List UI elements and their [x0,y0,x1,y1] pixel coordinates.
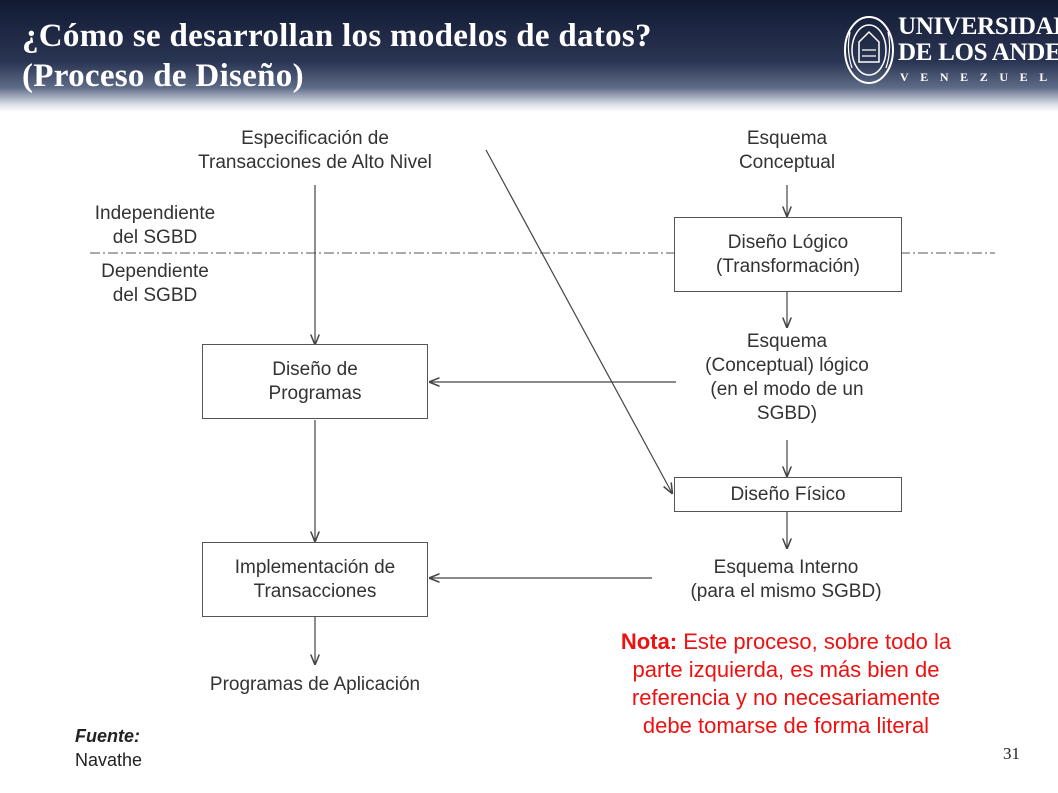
label-spec-transactions: Especificación de Transacciones de Alto … [160,127,470,175]
note-line-2: parte izquierda, es más bien de [632,657,940,682]
header-band [0,0,1058,112]
label-independent-line-2: del SGBD [112,227,198,248]
slide-title: ¿Cómo se desarrollan los modelos de dato… [22,16,822,96]
university-country: VENEZUELA [900,70,1058,84]
label-dbms-independent: Independiente del SGBD [70,202,240,250]
label-logical-schema-line-1: Esquema [746,331,828,352]
university-seal-icon [844,16,894,84]
title-line-2: (Proceso de Diseño) [22,58,304,94]
box-impl-line-1: Implementación de [234,556,396,578]
label-dbms-dependent: Dependiente del SGBD [70,260,240,308]
label-independent-line-1: Independiente [94,203,216,224]
box-programs-line-2: Programas [268,382,362,404]
box-logical-line-2: (Transformación) [716,255,860,277]
label-logical-schema-line-3: (en el modo de un [710,379,864,400]
label-apps-text: Programas de Aplicación [209,674,421,695]
label-application-programs: Programas de Aplicación [160,673,470,697]
source-label: Fuente: [75,726,140,746]
university-name: UNIVERSIDAD DE LOS ANDES [898,14,1058,66]
label-conceptual-line-2: Conceptual [738,152,836,173]
label-logical-schema-line-2: (Conceptual) lógico [705,355,869,376]
label-internal-schema: Esquema Interno (para el mismo SGBD) [646,556,926,604]
note-line-4: debe tomarse de forma literal [642,713,930,738]
label-conceptual-line-1: Esquema [746,128,828,149]
university-logo: UNIVERSIDAD DE LOS ANDES VENEZUELA [842,10,1058,90]
label-spec-line-1: Especificación de [241,128,389,149]
label-dependent-line-2: del SGBD [112,285,198,306]
university-name-line-2: DE LOS ANDES [898,39,1058,66]
label-internal-line-2: (para el mismo SGBD) [690,581,882,602]
label-logical-schema: Esquema (Conceptual) lógico (en el modo … [662,330,912,426]
box-programs-line-1: Diseño de [272,358,358,380]
source-citation: Fuente: Navathe [75,724,142,772]
arrow-spec-to-physical [485,149,672,493]
box-physical-label: Diseño Físico [730,483,846,505]
box-transaction-implementation: Implementación de Transacciones [202,542,428,617]
label-internal-line-1: Esquema Interno [713,557,859,578]
note-line-1: Este proceso, sobre todo la [677,629,952,654]
title-line-1: ¿Cómo se desarrollan los modelos de dato… [22,18,652,54]
box-impl-line-2: Transacciones [253,580,377,602]
box-logical-design: Diseño Lógico (Transformación) [674,217,902,292]
source-value: Navathe [75,750,143,770]
label-conceptual-schema: Esquema Conceptual [707,127,867,175]
box-program-design: Diseño de Programas [202,344,428,419]
label-spec-line-2: Transacciones de Alto Nivel [198,152,432,173]
label-logical-schema-line-4: SGBD) [756,403,818,424]
box-physical-design: Diseño Físico [674,477,902,512]
note-line-3: referencia y no necesariamente [631,685,941,710]
university-name-line-1: UNIVERSIDAD [898,13,1058,40]
label-dependent-line-1: Dependiente [101,261,209,282]
box-logical-line-1: Diseño Lógico [727,231,849,253]
page-number: 31 [1003,744,1020,763]
note-text: Nota: Este proceso, sobre todo la parte … [574,628,998,740]
note-bold-label: Nota: [620,629,678,654]
